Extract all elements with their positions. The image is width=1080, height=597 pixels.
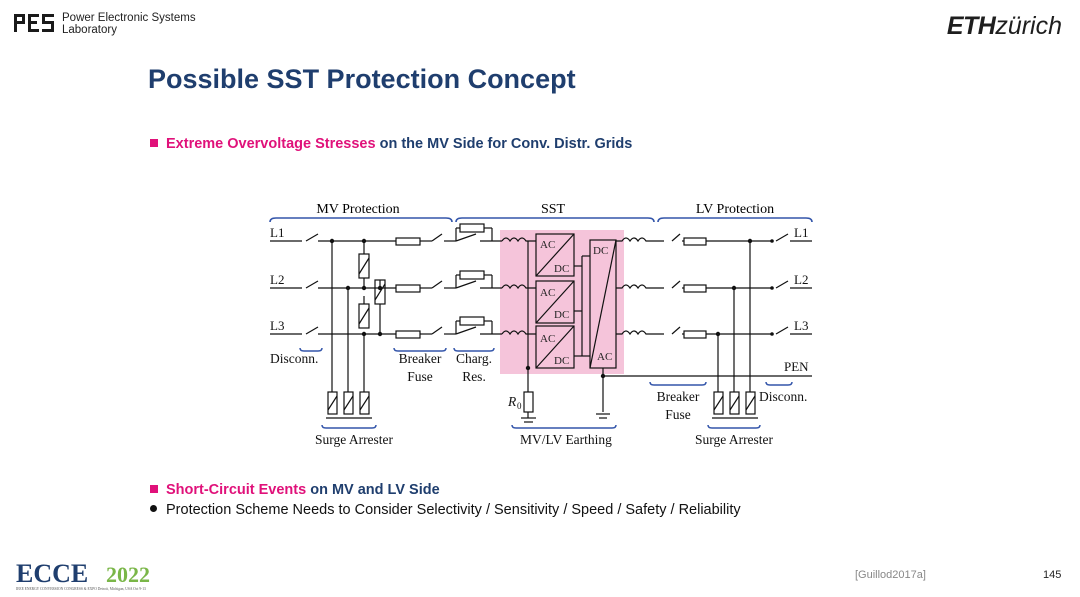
sub-bullet-text: Protection Scheme Needs to Consider Sele… xyxy=(166,502,741,518)
disconn-mv-label: Disconn. xyxy=(270,351,318,366)
charging-resistor-1 xyxy=(455,223,502,242)
pes-logo xyxy=(14,12,56,39)
bullet-short-circuit: Short-Circuit Events on MV and LV Side xyxy=(150,482,440,498)
surge-arrester-lv-label: Surge Arrester xyxy=(695,432,774,447)
lab-name: Power Electronic Systems Laboratory xyxy=(62,12,196,36)
slide-title: Possible SST Protection Concept xyxy=(148,64,576,94)
bullet-square-icon xyxy=(150,139,158,147)
phase-l1-lv: L1 xyxy=(794,225,808,240)
ac-label-big: AC xyxy=(597,351,612,363)
eth-logo: ETHzürich xyxy=(947,12,1062,41)
dc-label-3: DC xyxy=(554,355,569,367)
ecce-caption: IEEE ENERGY CONVERSION CONGRESS & EXPO D… xyxy=(16,587,146,592)
phase-l2-mv: L2 xyxy=(270,272,284,287)
phase-l1-mv: L1 xyxy=(270,225,284,240)
sub-bullet-protection-scheme: Protection Scheme Needs to Consider Sele… xyxy=(150,502,741,518)
phase-l3-mv: L3 xyxy=(270,318,284,333)
breaker-lv-label: Breaker xyxy=(657,389,700,404)
ecce-logo-year: 2022 xyxy=(106,562,150,587)
mv-protection-label: MV Protection xyxy=(316,202,399,217)
pen-label: PEN xyxy=(784,359,809,374)
eth-logo-bold: ETH xyxy=(946,12,996,40)
bullet-rest: on the MV Side for Conv. Distr. Grids xyxy=(375,136,633,152)
header-brackets xyxy=(269,217,813,223)
ecce-logo-text: ECCE xyxy=(16,560,88,588)
res-label: Res. xyxy=(462,369,486,384)
protection-circuit-diagram: MV Protection SST LV Protection xyxy=(266,196,818,461)
ecce-2022-logo: ECCE 2022 IEEE ENERGY CONVERSION CONGRES… xyxy=(16,559,176,597)
citation: [Guillod2017a] xyxy=(855,569,926,581)
earthing-label: MV/LV Earthing xyxy=(520,432,612,447)
dc-label-big: DC xyxy=(593,245,608,257)
ac-label-1: AC xyxy=(540,239,555,251)
page-number: 145 xyxy=(1043,569,1062,581)
bullet-highlight: Short-Circuit Events xyxy=(166,482,307,498)
disconn-lv-label: Disconn. xyxy=(759,389,807,404)
phase-l3-lv: L3 xyxy=(794,318,808,333)
surge-arrester-mv-label: Surge Arrester xyxy=(315,432,394,447)
r0-subscript: 0 xyxy=(517,401,522,411)
bullet-square-icon xyxy=(150,485,158,493)
ac-label-2: AC xyxy=(540,287,555,299)
dc-label-1: DC xyxy=(554,263,569,275)
bullet-overvoltage: Extreme Overvoltage Stresses on the MV S… xyxy=(150,136,632,152)
charg-label: Charg. xyxy=(456,351,492,366)
fuse-mv-label: Fuse xyxy=(407,369,433,384)
lab-name-line1: Power Electronic Systems xyxy=(62,12,196,24)
dc-label-2: DC xyxy=(554,309,569,321)
bullet-highlight: Extreme Overvoltage Stresses xyxy=(166,136,376,152)
r0-label: R xyxy=(507,394,517,409)
lv-protection-label: LV Protection xyxy=(696,202,774,217)
lab-name-line2: Laboratory xyxy=(62,24,117,36)
phase-l2-lv: L2 xyxy=(794,272,808,287)
bullet-rest: on MV and LV Side xyxy=(306,482,440,498)
fuse-lv-label: Fuse xyxy=(665,407,691,422)
eth-logo-light: zürich xyxy=(995,12,1062,40)
sst-label: SST xyxy=(541,202,566,217)
ac-label-3: AC xyxy=(540,333,555,345)
component-brackets xyxy=(299,347,793,429)
breaker-mv-label: Breaker xyxy=(399,351,442,366)
bullet-dot-icon xyxy=(150,505,157,512)
